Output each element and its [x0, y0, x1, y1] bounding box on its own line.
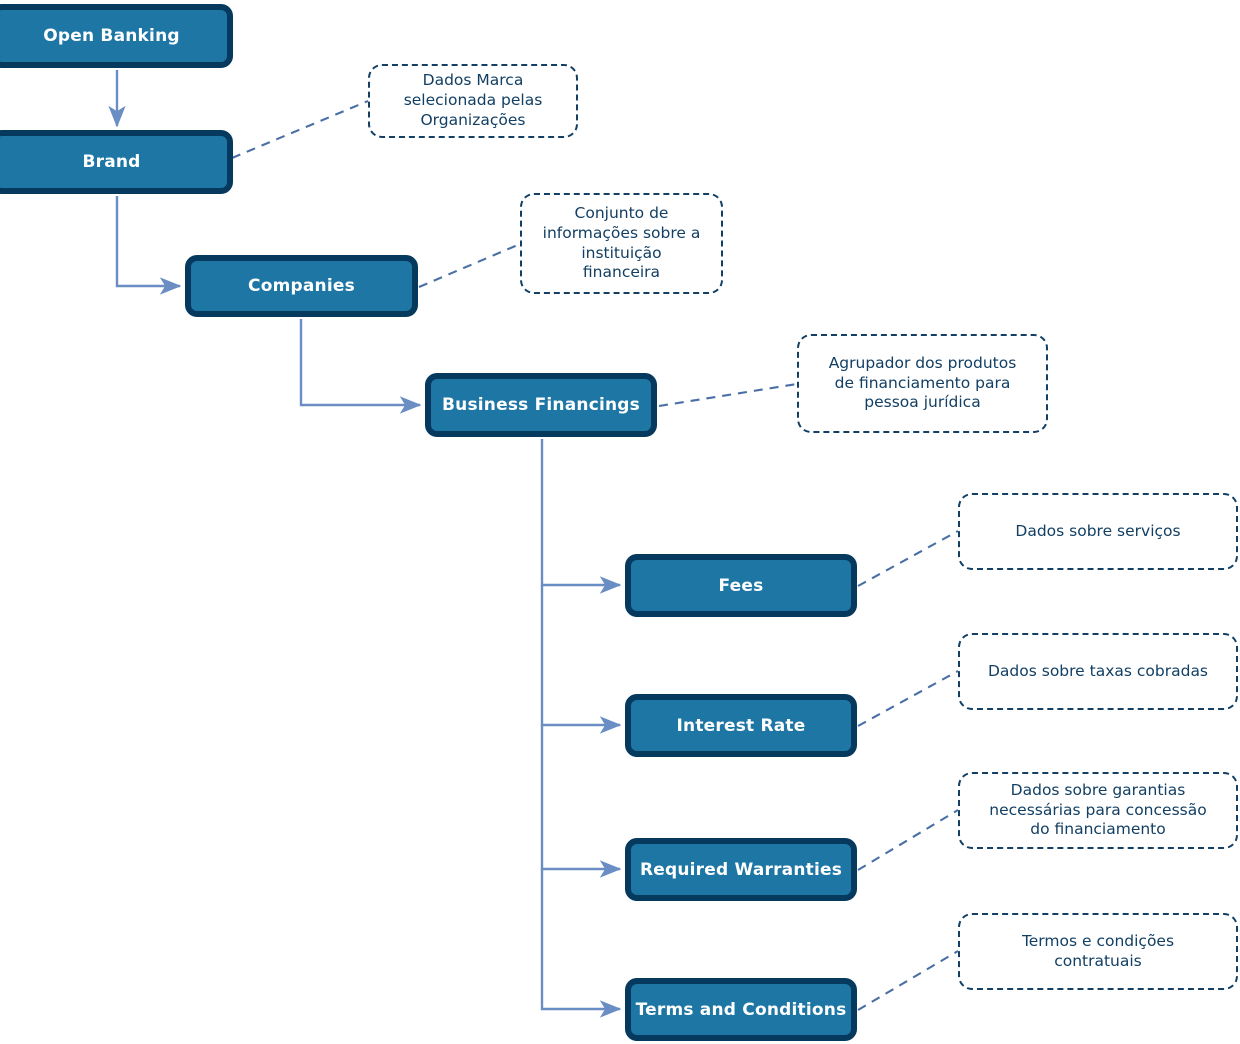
note-terms-and-conditions-line-2: contratuais [1054, 951, 1142, 970]
note-business-financings-line-2: de financiamento para [834, 373, 1011, 392]
note-companies-line-2: informações sobre a [542, 223, 701, 242]
note-companies: Conjunto de informações sobre a institui… [520, 193, 723, 294]
note-terms-and-conditions: Termos e condições contratuais [958, 913, 1238, 990]
connector-business-financings-to-terms-and-conditions [540, 869, 622, 1018]
note-required-warranties-line-3: do financiamento [1030, 820, 1166, 839]
connector-brand-to-companies [115, 196, 182, 295]
connector-companies-to-note [418, 243, 521, 288]
note-required-warranties: Dados sobre garantias necessárias para c… [958, 772, 1238, 849]
connector-brand-to-note [231, 100, 369, 159]
note-brand: Dados Marca selecionada pelas Organizaçõ… [368, 64, 578, 138]
connector-required-warranties-to-note [857, 809, 959, 871]
node-brand[interactable]: Brand [0, 130, 233, 194]
connector-business-financings-to-interest-rate [540, 585, 622, 734]
node-business-financings-label: Business Financings [441, 395, 640, 415]
connector-business-financings-to-fees [540, 439, 622, 594]
node-interest-rate[interactable]: Interest Rate [625, 694, 857, 757]
connector-terms-to-note [857, 950, 959, 1011]
connector-business-financings-to-note [658, 382, 798, 408]
connector-companies-to-business-financings [299, 319, 422, 414]
note-interest-rate-line-1: Dados sobre taxas cobradas [987, 661, 1209, 680]
note-fees: Dados sobre serviços [958, 493, 1238, 570]
node-brand-label: Brand [82, 152, 141, 172]
note-business-financings: Agrupador dos produtos de financiamento … [797, 334, 1048, 433]
node-business-financings[interactable]: Business Financings [425, 373, 657, 437]
note-companies-line-4: financeira [582, 263, 661, 282]
node-companies[interactable]: Companies [185, 255, 418, 317]
note-business-financings-line-3: pessoa jurídica [864, 393, 981, 412]
connector-business-financings-to-required-warranties [540, 725, 622, 878]
note-interest-rate: Dados sobre taxas cobradas [958, 633, 1238, 710]
node-required-warranties-label: Required Warranties [639, 859, 843, 880]
connector-interest-rate-to-note [857, 670, 959, 727]
note-brand-line-1: Dados Marca [422, 71, 524, 90]
note-companies-line-1: Conjunto de [574, 203, 669, 222]
note-required-warranties-line-1: Dados sobre garantias [1010, 780, 1186, 799]
note-brand-line-3: Organizações [420, 110, 526, 129]
node-fees[interactable]: Fees [625, 554, 857, 617]
connector-fees-to-note [857, 530, 959, 587]
node-terms-and-conditions-label: Terms and Conditions [635, 999, 847, 1020]
note-required-warranties-line-2: necessárias para concessão [989, 800, 1207, 819]
note-terms-and-conditions-line-1: Termos e condições [1021, 931, 1175, 950]
note-companies-line-3: instituição [581, 243, 662, 262]
node-fees-label: Fees [718, 575, 764, 596]
node-terms-and-conditions[interactable]: Terms and Conditions [625, 978, 857, 1041]
node-interest-rate-label: Interest Rate [676, 715, 806, 736]
node-companies-label: Companies [248, 276, 355, 296]
node-open-banking[interactable]: Open Banking [0, 4, 233, 68]
note-brand-line-2: selecionada pelas [403, 91, 543, 110]
node-required-warranties[interactable]: Required Warranties [625, 838, 857, 901]
note-fees-line-1: Dados sobre serviços [1015, 521, 1181, 540]
node-open-banking-label: Open Banking [43, 26, 180, 46]
note-business-financings-line-1: Agrupador dos produtos [828, 353, 1017, 372]
